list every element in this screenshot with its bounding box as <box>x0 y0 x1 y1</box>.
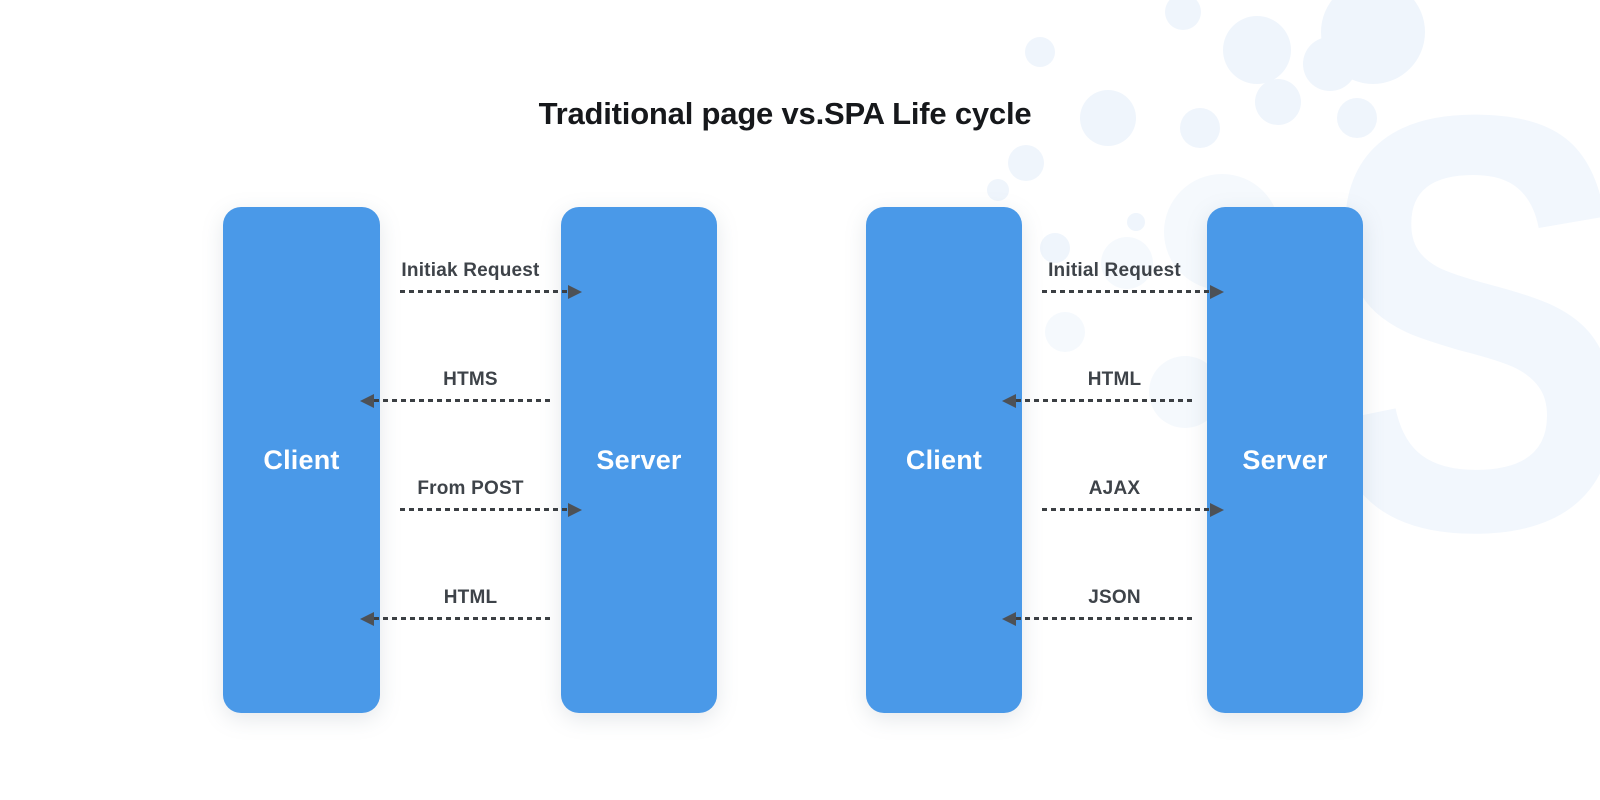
message-label: HTML <box>443 587 498 608</box>
watermark-dot <box>1025 37 1055 67</box>
watermark-letter: S <box>1316 28 1600 620</box>
watermark-dot <box>1255 79 1301 125</box>
message-label: From POST <box>417 478 524 499</box>
server-label: Server <box>596 444 682 475</box>
watermark-dot <box>1045 312 1085 352</box>
message-label: Initial Request <box>1048 260 1181 281</box>
message-html: HTML <box>360 587 561 626</box>
arrowhead-right-icon <box>1210 285 1224 299</box>
watermark-dot <box>1165 0 1201 30</box>
server-box: Server <box>1207 207 1363 713</box>
traditional-page-diagram: Client Server Initiak Request HTMS From … <box>223 207 717 713</box>
dashed-arrow-line <box>1042 508 1212 511</box>
message-from-post: From POST <box>380 478 582 517</box>
message-htms: HTMS <box>360 369 561 408</box>
arrowhead-right-icon <box>1210 503 1224 517</box>
dashed-arrow-line <box>374 617 550 620</box>
watermark-dot <box>1223 16 1291 84</box>
message-html: HTML <box>1002 369 1207 408</box>
arrowhead-right-icon <box>568 503 582 517</box>
dashed-arrow-line <box>400 508 570 511</box>
server-box: Server <box>561 207 717 713</box>
message-label: HTML <box>1087 369 1142 390</box>
watermark-dot <box>1180 108 1220 148</box>
watermark-dot <box>1127 213 1145 231</box>
arrowhead-left-icon <box>1002 612 1016 626</box>
watermark-dot <box>1101 237 1153 289</box>
page-title: Traditional page vs.SPA Life cycle <box>538 96 1032 131</box>
client-box: Client <box>866 207 1022 713</box>
message-initial-request: Initiak Request <box>380 260 582 299</box>
message-json: JSON <box>1002 587 1207 626</box>
watermark-dot <box>1337 98 1377 138</box>
message-initial-request: Initial Request <box>1022 260 1224 299</box>
message-label: AJAX <box>1088 478 1141 499</box>
client-label: Client <box>905 444 983 475</box>
dashed-arrow-line <box>1042 290 1212 293</box>
server-label: Server <box>1242 444 1328 475</box>
message-ajax: AJAX <box>1022 478 1224 517</box>
watermark-dot <box>1008 145 1044 181</box>
watermark-dot <box>1303 37 1357 91</box>
spa-diagram: Client Server Initial Request HTML AJAX … <box>866 207 1363 713</box>
message-label: HTMS <box>443 369 498 390</box>
watermark-dot <box>1040 233 1070 263</box>
arrowhead-left-icon <box>1002 394 1016 408</box>
watermark-dot <box>1080 90 1136 146</box>
dashed-arrow-line <box>1016 617 1192 620</box>
arrowhead-right-icon <box>568 285 582 299</box>
dashed-arrow-line <box>400 290 570 293</box>
arrowhead-left-icon <box>360 394 374 408</box>
client-box: Client <box>223 207 380 713</box>
client-label: Client <box>263 444 340 475</box>
dashed-arrow-line <box>1016 399 1192 402</box>
message-label: JSON <box>1088 587 1141 608</box>
watermark-dot <box>987 179 1009 201</box>
dashed-arrow-line <box>374 399 550 402</box>
arrowhead-left-icon <box>360 612 374 626</box>
message-label: Initiak Request <box>401 260 540 281</box>
